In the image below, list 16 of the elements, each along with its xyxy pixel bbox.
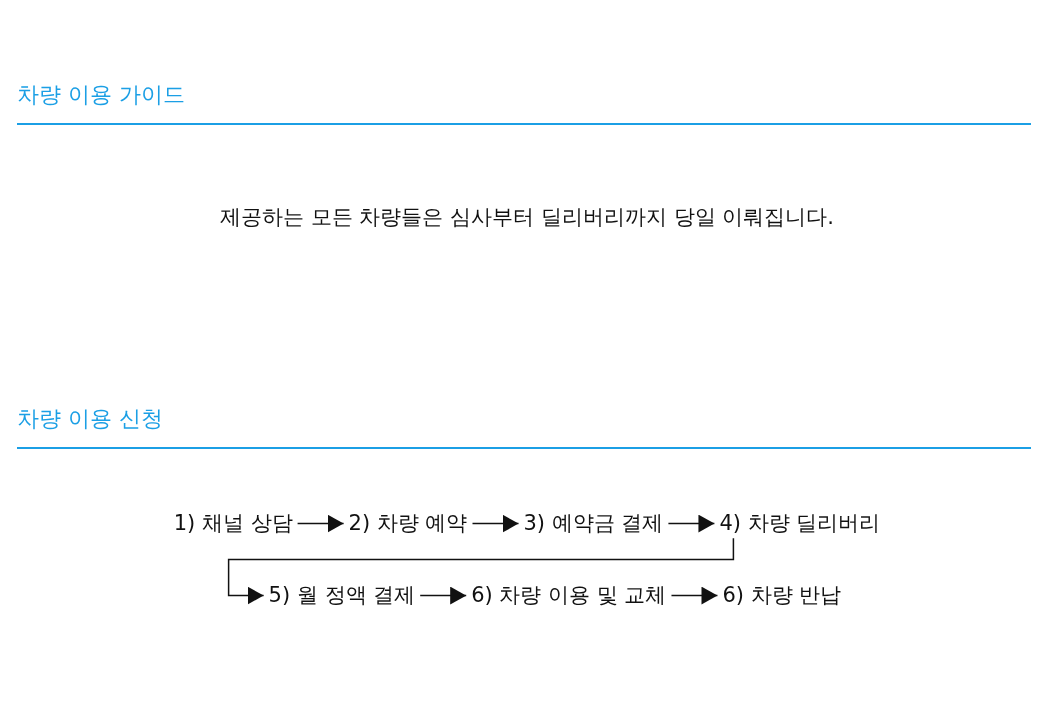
intro-text: 제공하는 모든 차량들은 심사부터 딜리버리까지 당일 이뤄집니다. (220, 205, 834, 229)
step-label: 6) 차량 반납 (722, 583, 842, 609)
step-label: 5) 월 정액 결제 (268, 583, 416, 609)
arrow (296, 514, 345, 533)
arrow (227, 537, 735, 605)
section-heading: 차량 이용 신청 (17, 406, 163, 433)
step-label: 2) 차량 예약 (348, 511, 468, 537)
arrow (471, 514, 520, 533)
step-label: 3) 예약금 결제 (523, 511, 664, 537)
arrow (670, 586, 719, 605)
step-label: 1) 채널 상담 (173, 511, 293, 537)
section-heading: 차량 이용 가이드 (17, 82, 185, 109)
arrow (667, 514, 716, 533)
step-label: 6) 차량 이용 및 교체 (471, 583, 667, 609)
arrow (419, 586, 467, 605)
step-label: 4) 차량 딜리버리 (719, 511, 881, 537)
